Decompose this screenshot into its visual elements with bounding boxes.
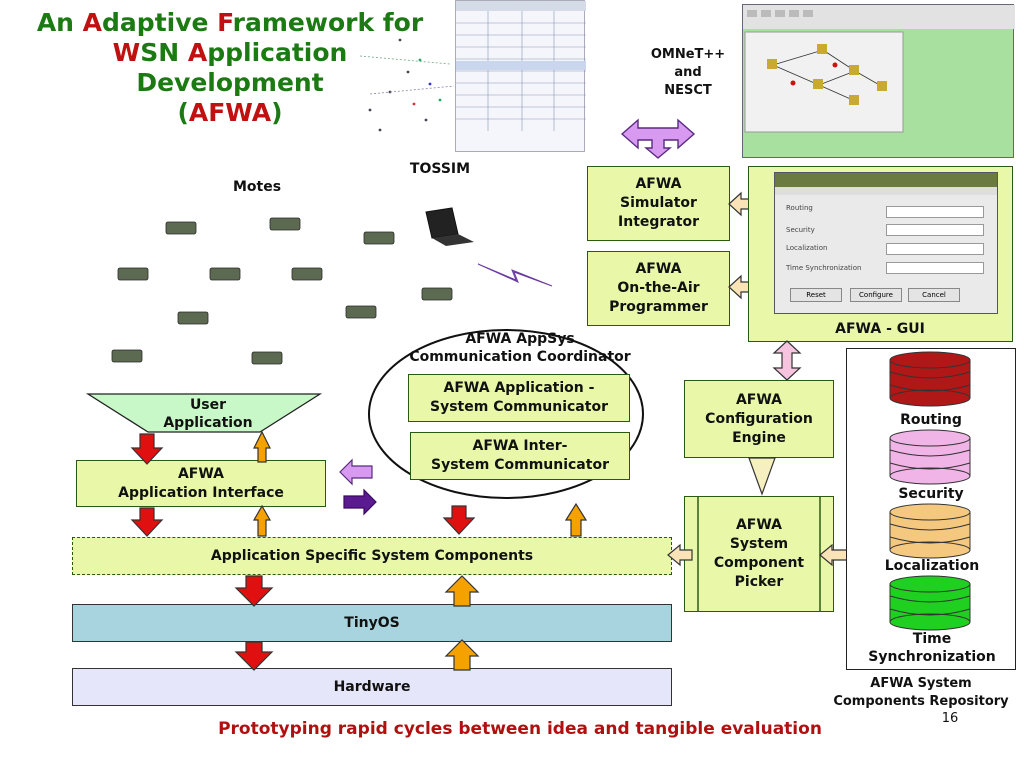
ota-programmer-box[interactable]: AFWA On-the-Air Programmer: [587, 251, 730, 326]
gui-row-routing-select[interactable]: [886, 206, 984, 218]
gui-menubar: [775, 187, 997, 195]
omnet-screenshot: [742, 4, 1015, 158]
gui-caption: AFWA - GUI: [835, 321, 925, 337]
arrow-up-band: [444, 575, 480, 607]
omnet-label: OMNeT++ and NESCT: [650, 47, 726, 98]
gui-row-timesync-label: Time Synchronization: [786, 264, 862, 272]
app-system-communicator-box[interactable]: AFWA Application - System Communicator: [408, 374, 630, 422]
configuration-engine-box[interactable]: AFWA Configuration Engine: [684, 380, 834, 458]
gui-cancel-button[interactable]: Cancel: [908, 288, 960, 302]
omnet-network-graphic: [743, 5, 1015, 133]
arrow-up-userapp: [253, 430, 271, 463]
page-number: 16: [941, 711, 959, 726]
arrow-up-appsys: [564, 502, 588, 537]
repo-routing-label: Routing: [900, 412, 962, 428]
gui-titlebar: [775, 173, 997, 187]
tinyos-box[interactable]: TinyOS: [72, 604, 672, 642]
repository-databases: [889, 351, 971, 631]
repo-timesync-label: Time Synchronization: [868, 631, 996, 665]
config-picker-arrow: [748, 457, 776, 496]
simulator-link-arrow: [620, 118, 696, 159]
tossim-label: TOSSIM: [409, 161, 471, 177]
repo-caption: AFWA System Components Repository: [833, 676, 1009, 709]
gui-configure-button[interactable]: Configure: [850, 288, 902, 302]
arrow-down-appsys: [442, 505, 476, 535]
picker-side-bars: [697, 496, 821, 612]
tossim-screenshot: [455, 0, 586, 152]
appsys-header: AFWA AppSys Communication Coordinator: [409, 331, 631, 365]
tossim-table-graphic: [456, 1, 586, 131]
security-database-icon: [889, 429, 971, 485]
gui-row-localization-select[interactable]: [886, 243, 984, 255]
arrow-up-tinyos: [444, 639, 480, 671]
inter-system-communicator-box[interactable]: AFWA Inter- System Communicator: [410, 432, 630, 480]
tossim-scatter-graphic: [359, 38, 455, 132]
wireless-link-icon: [477, 263, 553, 287]
user-application-shape: [86, 393, 322, 433]
application-interface-box[interactable]: AFWA Application Interface: [76, 460, 326, 507]
footer-caption: Prototyping rapid cycles between idea an…: [218, 719, 822, 739]
gui-reset-button[interactable]: Reset: [790, 288, 842, 302]
picker-band-arrows: [667, 543, 849, 567]
gui-row-security-select[interactable]: [886, 224, 984, 236]
component-picker-box[interactable]: AFWA System Component Picker: [684, 496, 834, 612]
arrow-down-interface: [130, 507, 164, 537]
arrow-down-userapp: [130, 433, 164, 465]
arrow-down-band: [234, 575, 274, 607]
repo-security-label: Security: [898, 486, 964, 502]
slide-title: An Adaptive Framework for WSN Applicatio…: [36, 8, 424, 127]
gui-row-localization-label: Localization: [786, 244, 828, 252]
interface-appsys-arrows: [339, 458, 377, 516]
arrow-down-tinyos: [234, 641, 274, 671]
gui-row-routing-label: Routing: [786, 204, 813, 212]
gui-row-timesync-select[interactable]: [886, 262, 984, 274]
simulator-integrator-box[interactable]: AFWA Simulator Integrator: [587, 166, 730, 241]
flow-arrows: [130, 430, 588, 671]
motes-label: Motes: [232, 179, 282, 195]
laptop-icon: [425, 207, 474, 246]
gui-config-arrow: [772, 340, 802, 381]
user-application-label[interactable]: User Application: [163, 397, 253, 431]
localization-database-icon: [889, 503, 971, 559]
motes-graphic: [111, 207, 474, 365]
time-sync-database-icon: [889, 575, 971, 631]
hardware-box[interactable]: Hardware: [72, 668, 672, 706]
app-specific-components-box[interactable]: Application Specific System Components: [72, 537, 672, 575]
routing-database-icon: [889, 351, 971, 407]
repo-localization-label: Localization: [884, 558, 980, 574]
arrow-up-interface: [252, 504, 272, 537]
gui-row-security-label: Security: [786, 226, 815, 234]
